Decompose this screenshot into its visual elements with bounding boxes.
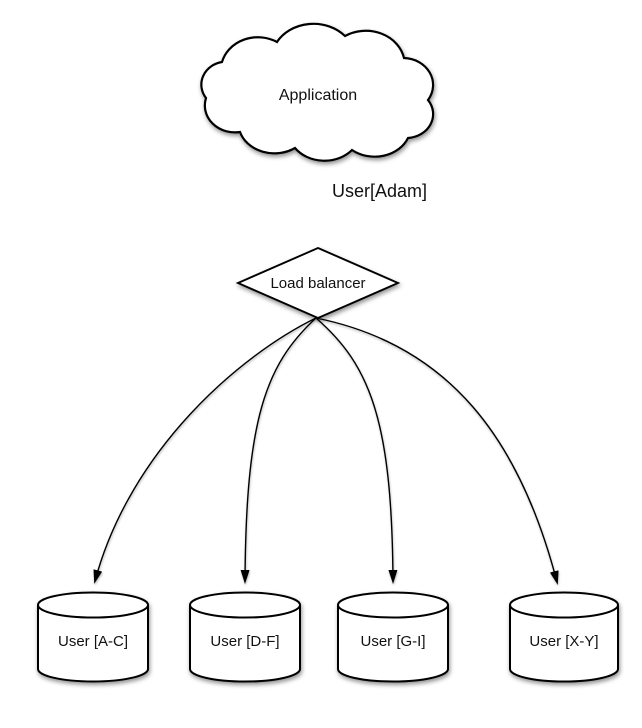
arrow-balancer-to-db-3	[315, 317, 398, 584]
db-node-user-ac	[37, 591, 149, 683]
db-label-user-df: User [D-F]	[210, 633, 279, 650]
cloud-icon	[200, 22, 435, 162]
balancer-fanout-arrows	[93, 317, 559, 585]
db-label-user-xy: User [X-Y]	[529, 633, 598, 650]
flow-label-user-adam: User[Adam]	[332, 181, 427, 201]
cylinder-body	[37, 605, 149, 683]
cylinder-body	[509, 605, 619, 683]
cylinder-top	[509, 591, 619, 619]
arrow-balancer-to-db-4	[315, 317, 559, 585]
cylinder-top	[189, 591, 301, 619]
db-label-user-ac: User [A-C]	[58, 633, 128, 650]
db-label-user-gi: User [G-I]	[360, 633, 425, 650]
application-node: Application	[200, 22, 435, 162]
arrow-balancer-to-db-1	[93, 317, 317, 584]
cylinder-body	[189, 605, 301, 683]
application-label: Application	[279, 87, 357, 104]
load-balancer-label: Load balancer	[270, 275, 365, 292]
db-node-user-gi	[337, 591, 449, 683]
db-node-user-xy	[509, 591, 619, 683]
db-node-user-df	[189, 591, 301, 683]
cylinder-body	[337, 605, 449, 683]
cylinder-top	[337, 591, 449, 619]
arrow-balancer-to-db-2	[240, 317, 317, 584]
load-balancer-node: Load balancer	[235, 246, 401, 320]
cylinder-top	[37, 591, 149, 619]
